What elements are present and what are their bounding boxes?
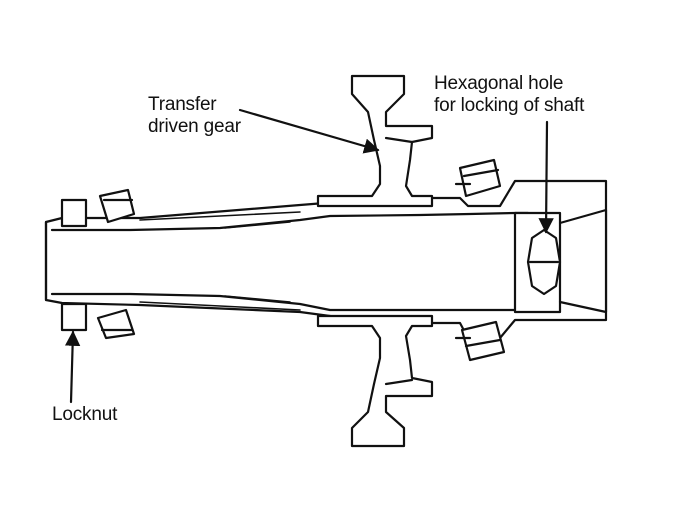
gear-leader-arrow	[238, 108, 380, 154]
hole-leader-arrow	[538, 120, 554, 234]
gear-label-line2: driven gear	[148, 116, 241, 137]
hole-label: Hexagonal hole for locking of shaft	[434, 73, 584, 117]
locknut-leader-arrow	[64, 330, 81, 404]
gear-label: Transfer driven gear	[148, 94, 241, 138]
left-bearing	[96, 188, 136, 340]
hole-label-line1: Hexagonal hole	[434, 73, 564, 94]
locknut	[60, 198, 88, 332]
gear-label-line1: Transfer	[148, 94, 217, 115]
locknut-label: Locknut	[52, 404, 118, 425]
shaft-end-socket	[513, 208, 608, 314]
hole-label-line2: for locking of shaft	[434, 95, 585, 116]
right-bearing	[454, 158, 506, 362]
